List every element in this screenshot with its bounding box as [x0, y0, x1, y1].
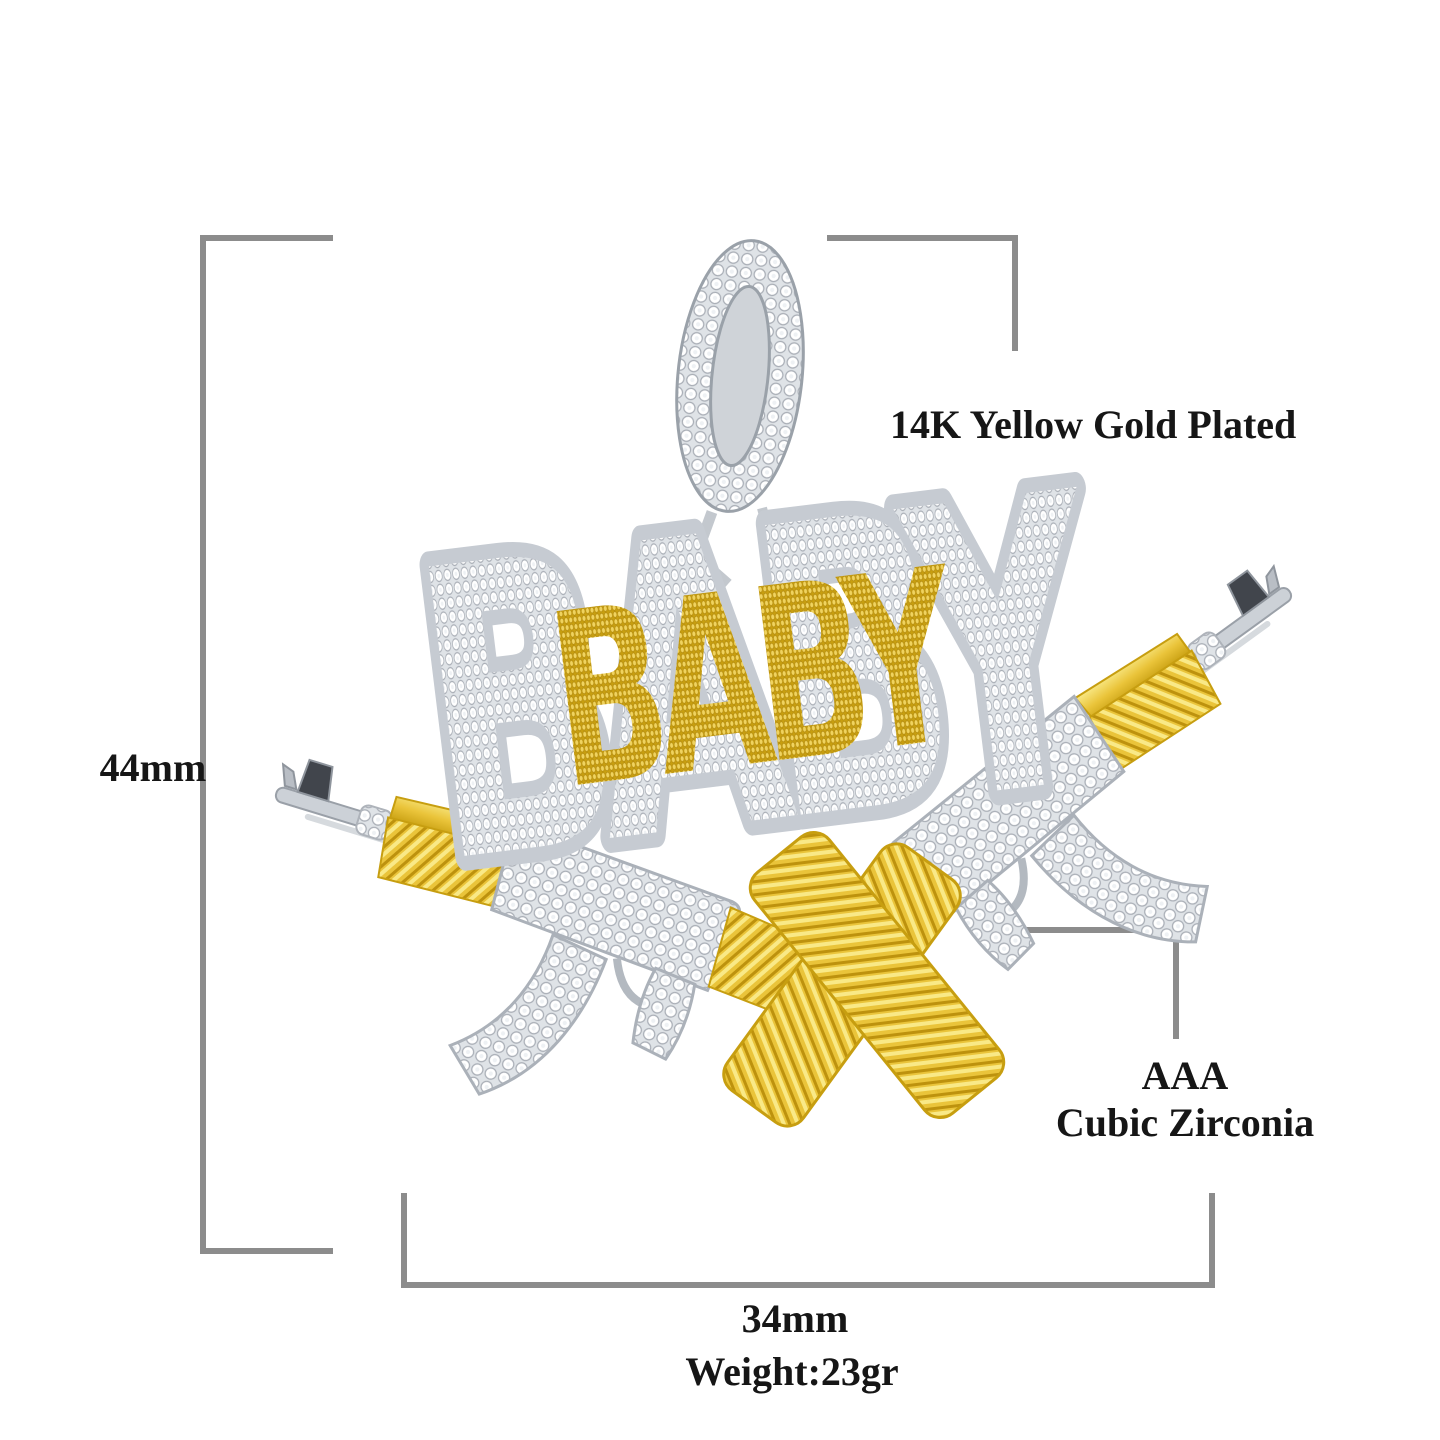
bail-hook-right	[757, 506, 779, 556]
pendant-word-gold-core: BABY	[537, 517, 973, 843]
bail-hook-left	[689, 510, 732, 589]
width-dimension-bracket	[401, 1193, 1215, 1288]
bail	[675, 239, 805, 513]
height-dimension-bracket	[200, 235, 333, 1254]
stone-grade-label: AAA	[1141, 1053, 1229, 1098]
stone-label: AAA Cubic Zirconia	[1035, 1052, 1335, 1146]
pendant-word-outline: BABY	[397, 409, 1124, 953]
plating-label: 14K Yellow Gold Plated	[890, 402, 1297, 447]
plating-callout-line	[827, 235, 1018, 351]
width-label: 34mm	[741, 1296, 849, 1341]
weight-label: Weight:23gr	[685, 1349, 899, 1394]
pendant-word: BABY BABY	[385, 397, 1136, 965]
left-ak-buttstock	[748, 830, 1006, 1120]
height-label: 44mm	[99, 745, 207, 790]
stone-type-label: Cubic Zirconia	[1055, 1100, 1315, 1145]
bail-pave-ring	[675, 239, 805, 513]
